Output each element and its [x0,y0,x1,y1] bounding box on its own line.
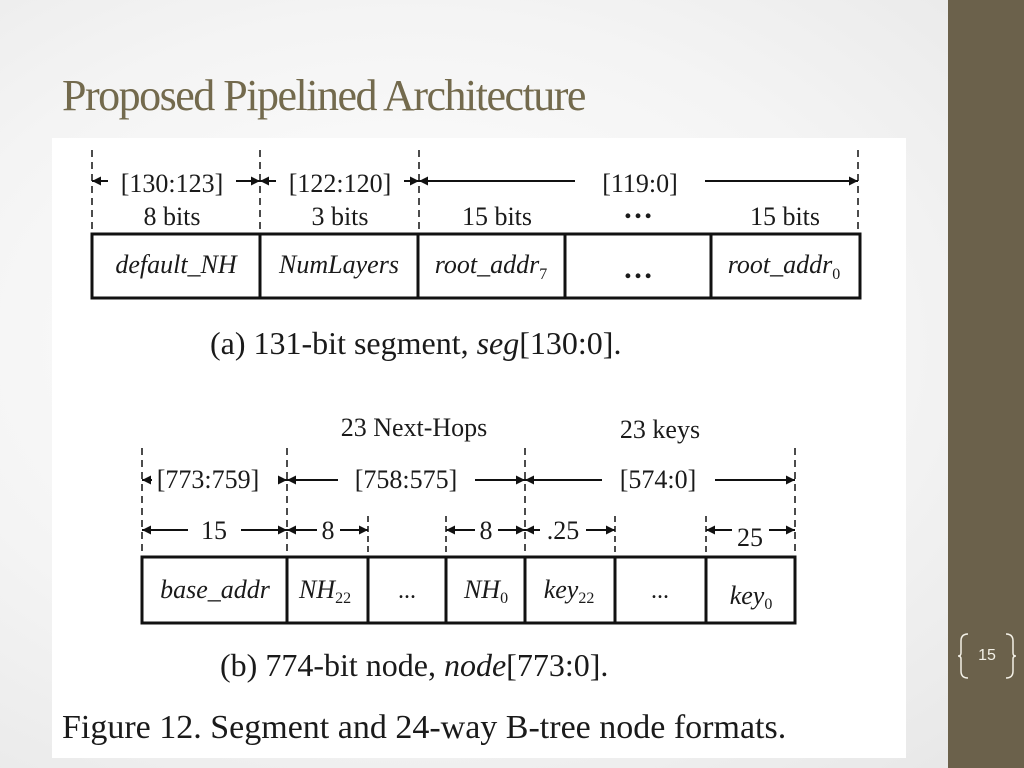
segment-width-root-last: 15 bits [750,202,820,231]
node-range-next-hops: [758:575] [355,465,458,494]
field-default-nh: default_NH [115,250,238,279]
field-key-0: key0 [730,581,773,613]
node-range-base: [773:759] [157,465,260,494]
field-num-layers: NumLayers [278,250,399,279]
field-nh-0: NH0 [463,575,508,607]
node-width-key-first: .25 [547,516,580,545]
field-root-addr-first: root_addr7 [435,250,548,283]
segment-width-layers: 3 bits [311,202,368,231]
node-format [140,448,797,625]
node-group-next-hops: 23 Next-Hops [341,413,488,442]
segment-caption: (a) 131-bit segment, seg[130:0]. [210,325,621,361]
field-root-addr-last: root_addr0 [728,250,841,283]
figure-caption: Figure 12. Segment and 24-way B-tree nod… [62,709,786,746]
field-key-ellipsis: ... [651,578,669,604]
slide-number-badge: 15 [958,631,1016,681]
segment-width-default: 8 bits [143,202,200,231]
segment-range-default: [130:123] [121,169,224,198]
bracket-frame-icon [958,633,1016,679]
field-nh-22: NH22 [298,575,351,607]
segment-range-layers: [122:120] [289,169,392,198]
segment-format [90,150,862,300]
figure-panel: [130:123] [122:120] [119:0] 8 bits 3 bit… [52,138,906,758]
field-root-ellipsis: … [623,252,653,285]
field-base-addr: base_addr [160,575,271,604]
slide-title: Proposed Pipelined Architecture [62,71,586,120]
segment-range-roots: [119:0] [602,169,678,198]
node-width-base: 15 [201,516,227,545]
node-group-keys: 23 keys [620,415,700,444]
field-key-22: key22 [544,575,595,607]
slide-number: 15 [978,647,996,664]
node-width-nh-first: 8 [322,516,335,545]
node-caption: (b) 774-bit node, node[773:0]. [220,647,608,683]
node-width-key-last: 25 [737,523,763,552]
field-nh-ellipsis: ... [398,578,416,604]
segment-width-root-first: 15 bits [462,202,532,231]
node-width-nh-last: 8 [480,516,493,545]
segment-width-ellipsis: … [623,192,653,225]
format-diagram: [130:123] [122:120] [119:0] 8 bits 3 bit… [62,150,862,746]
node-range-keys: [574:0] [620,465,697,494]
